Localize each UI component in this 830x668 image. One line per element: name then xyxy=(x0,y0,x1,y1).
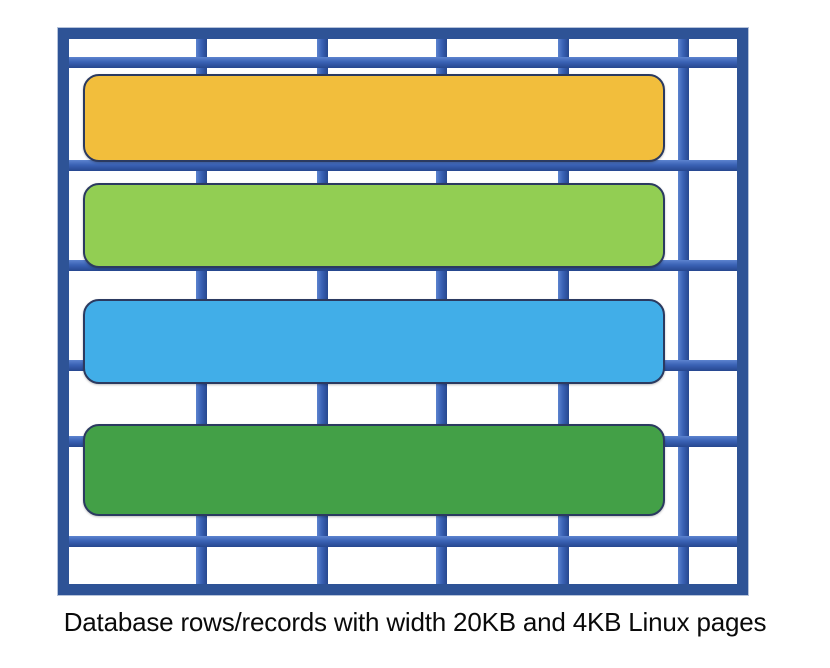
database-record-2 xyxy=(83,183,665,268)
grid-row-divider-2 xyxy=(69,160,737,171)
grid-column-divider-5 xyxy=(678,39,689,584)
diagram-caption: Database rows/records with width 20KB an… xyxy=(63,607,767,637)
database-record-3 xyxy=(83,299,665,384)
database-record-4 xyxy=(83,424,665,516)
database-record-1 xyxy=(83,74,665,162)
grid-row-divider-6 xyxy=(69,536,737,547)
grid-row-divider-1 xyxy=(69,57,737,68)
